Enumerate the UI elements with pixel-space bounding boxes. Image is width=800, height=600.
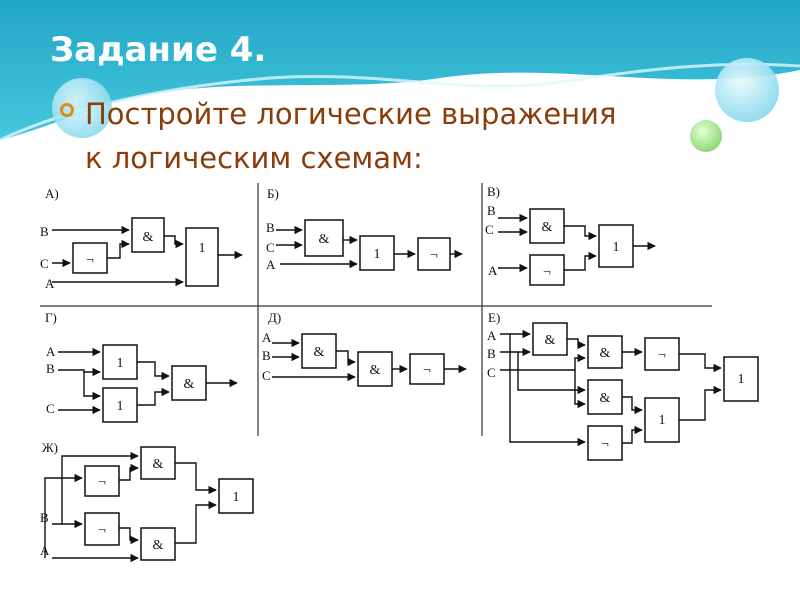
input-label: B — [40, 224, 49, 239]
gate-symbol: & — [184, 377, 195, 392]
circuit-d: Д) A B C & & ¬ — [262, 310, 467, 387]
circuit-label: В) — [487, 184, 500, 199]
input-label: C — [266, 240, 275, 255]
not-gate — [84, 512, 120, 546]
input-label: B — [266, 220, 275, 235]
gate-symbol: 1 — [659, 413, 666, 428]
input-label: A — [45, 276, 55, 291]
gate-symbol: ¬ — [86, 253, 94, 268]
gate-symbol: & — [600, 391, 611, 406]
input-label: A — [488, 263, 498, 278]
or-gate — [102, 344, 138, 380]
or-gate — [185, 227, 219, 287]
gate-symbol: & — [542, 220, 553, 235]
circuit-label: Г) — [45, 310, 57, 325]
and-gate — [357, 351, 393, 387]
circuit-e: Е) A B C & & & ¬ 1 ¬ 1 — [487, 310, 759, 461]
gate-symbol: ¬ — [601, 437, 609, 452]
gate-symbol: 1 — [233, 490, 240, 505]
bubble-decoration — [52, 78, 112, 138]
circuit-label: Б) — [267, 186, 279, 201]
input-label: B — [262, 348, 271, 363]
circuit-label: Е) — [488, 310, 500, 325]
not-gate — [72, 242, 108, 274]
not-gate — [409, 353, 445, 385]
input-label: B — [46, 361, 55, 376]
circuit-zh: Ж) B A & ¬ 1 ¬ & — [40, 440, 254, 563]
and-gate — [529, 208, 565, 244]
input-label: C — [487, 365, 496, 380]
circuit-label: Д) — [268, 310, 281, 325]
circuit-g: Г) A B C 1 1 & — [45, 310, 238, 423]
gate-symbol: ¬ — [430, 248, 438, 263]
gate-symbol: & — [545, 333, 556, 348]
gate-symbol: & — [370, 363, 381, 378]
not-gate — [587, 425, 623, 461]
bubble-decoration — [690, 120, 722, 152]
bubble-decoration — [715, 58, 779, 122]
gate-symbol: & — [314, 345, 325, 360]
and-gate — [171, 365, 207, 401]
input-label: C — [40, 256, 49, 271]
input-label: A — [46, 344, 56, 359]
and-gate — [140, 446, 176, 480]
input-label: C — [46, 401, 55, 416]
gate-symbol: & — [319, 232, 330, 247]
gate-symbol: & — [143, 230, 154, 245]
gate-symbol: ¬ — [98, 523, 106, 538]
and-gate — [304, 219, 344, 257]
gate-symbol: ¬ — [543, 265, 551, 280]
gate-symbol: & — [600, 346, 611, 361]
not-gate — [529, 254, 565, 286]
bullet-marker-icon — [60, 103, 74, 117]
or-gate — [102, 387, 138, 423]
or-gate — [723, 356, 759, 402]
gate-symbol: 1 — [117, 356, 124, 371]
and-gate — [301, 333, 337, 369]
input-label: A — [266, 257, 276, 272]
or-gate — [218, 478, 254, 514]
input-label: C — [262, 368, 271, 383]
circuit-v: В) B C A & ¬ 1 — [485, 184, 656, 286]
input-label: B — [487, 346, 496, 361]
circuit-a: А) B C A & ¬ 1 — [40, 186, 243, 291]
input-label: A — [262, 330, 272, 345]
input-label: C — [485, 222, 494, 237]
gate-symbol: ¬ — [658, 348, 666, 363]
not-gate — [644, 337, 680, 371]
input-label: A — [487, 328, 497, 343]
gate-symbol: 1 — [613, 240, 620, 255]
or-gate — [359, 235, 395, 271]
task-text-line-2: к логическим схемам: — [85, 141, 423, 175]
not-gate — [84, 465, 120, 497]
slide-title: Задание 4. — [50, 30, 267, 70]
gate-symbol: & — [153, 538, 164, 553]
task-text-line-1: Постройте логические выражения — [85, 97, 617, 131]
gate-symbol: & — [153, 457, 164, 472]
gate-symbol: 1 — [738, 372, 745, 387]
circuit-b: Б) B C A & 1 ¬ — [266, 186, 463, 272]
task-text: Постройте логические выражения к логичес… — [85, 92, 616, 180]
or-gate — [598, 224, 634, 268]
gate-symbol: ¬ — [98, 475, 106, 490]
circuit-label: А) — [45, 186, 59, 201]
gate-symbol: 1 — [374, 247, 381, 262]
and-gate — [140, 527, 176, 561]
and-gate — [587, 379, 623, 415]
or-gate — [644, 397, 680, 443]
gate-symbol: 1 — [117, 399, 124, 414]
gate-symbol: ¬ — [423, 363, 431, 378]
and-gate — [131, 217, 165, 253]
circuit-label: Ж) — [42, 440, 58, 455]
gate-symbol: 1 — [199, 241, 206, 256]
and-gate — [532, 322, 568, 356]
input-label: B — [487, 203, 496, 218]
